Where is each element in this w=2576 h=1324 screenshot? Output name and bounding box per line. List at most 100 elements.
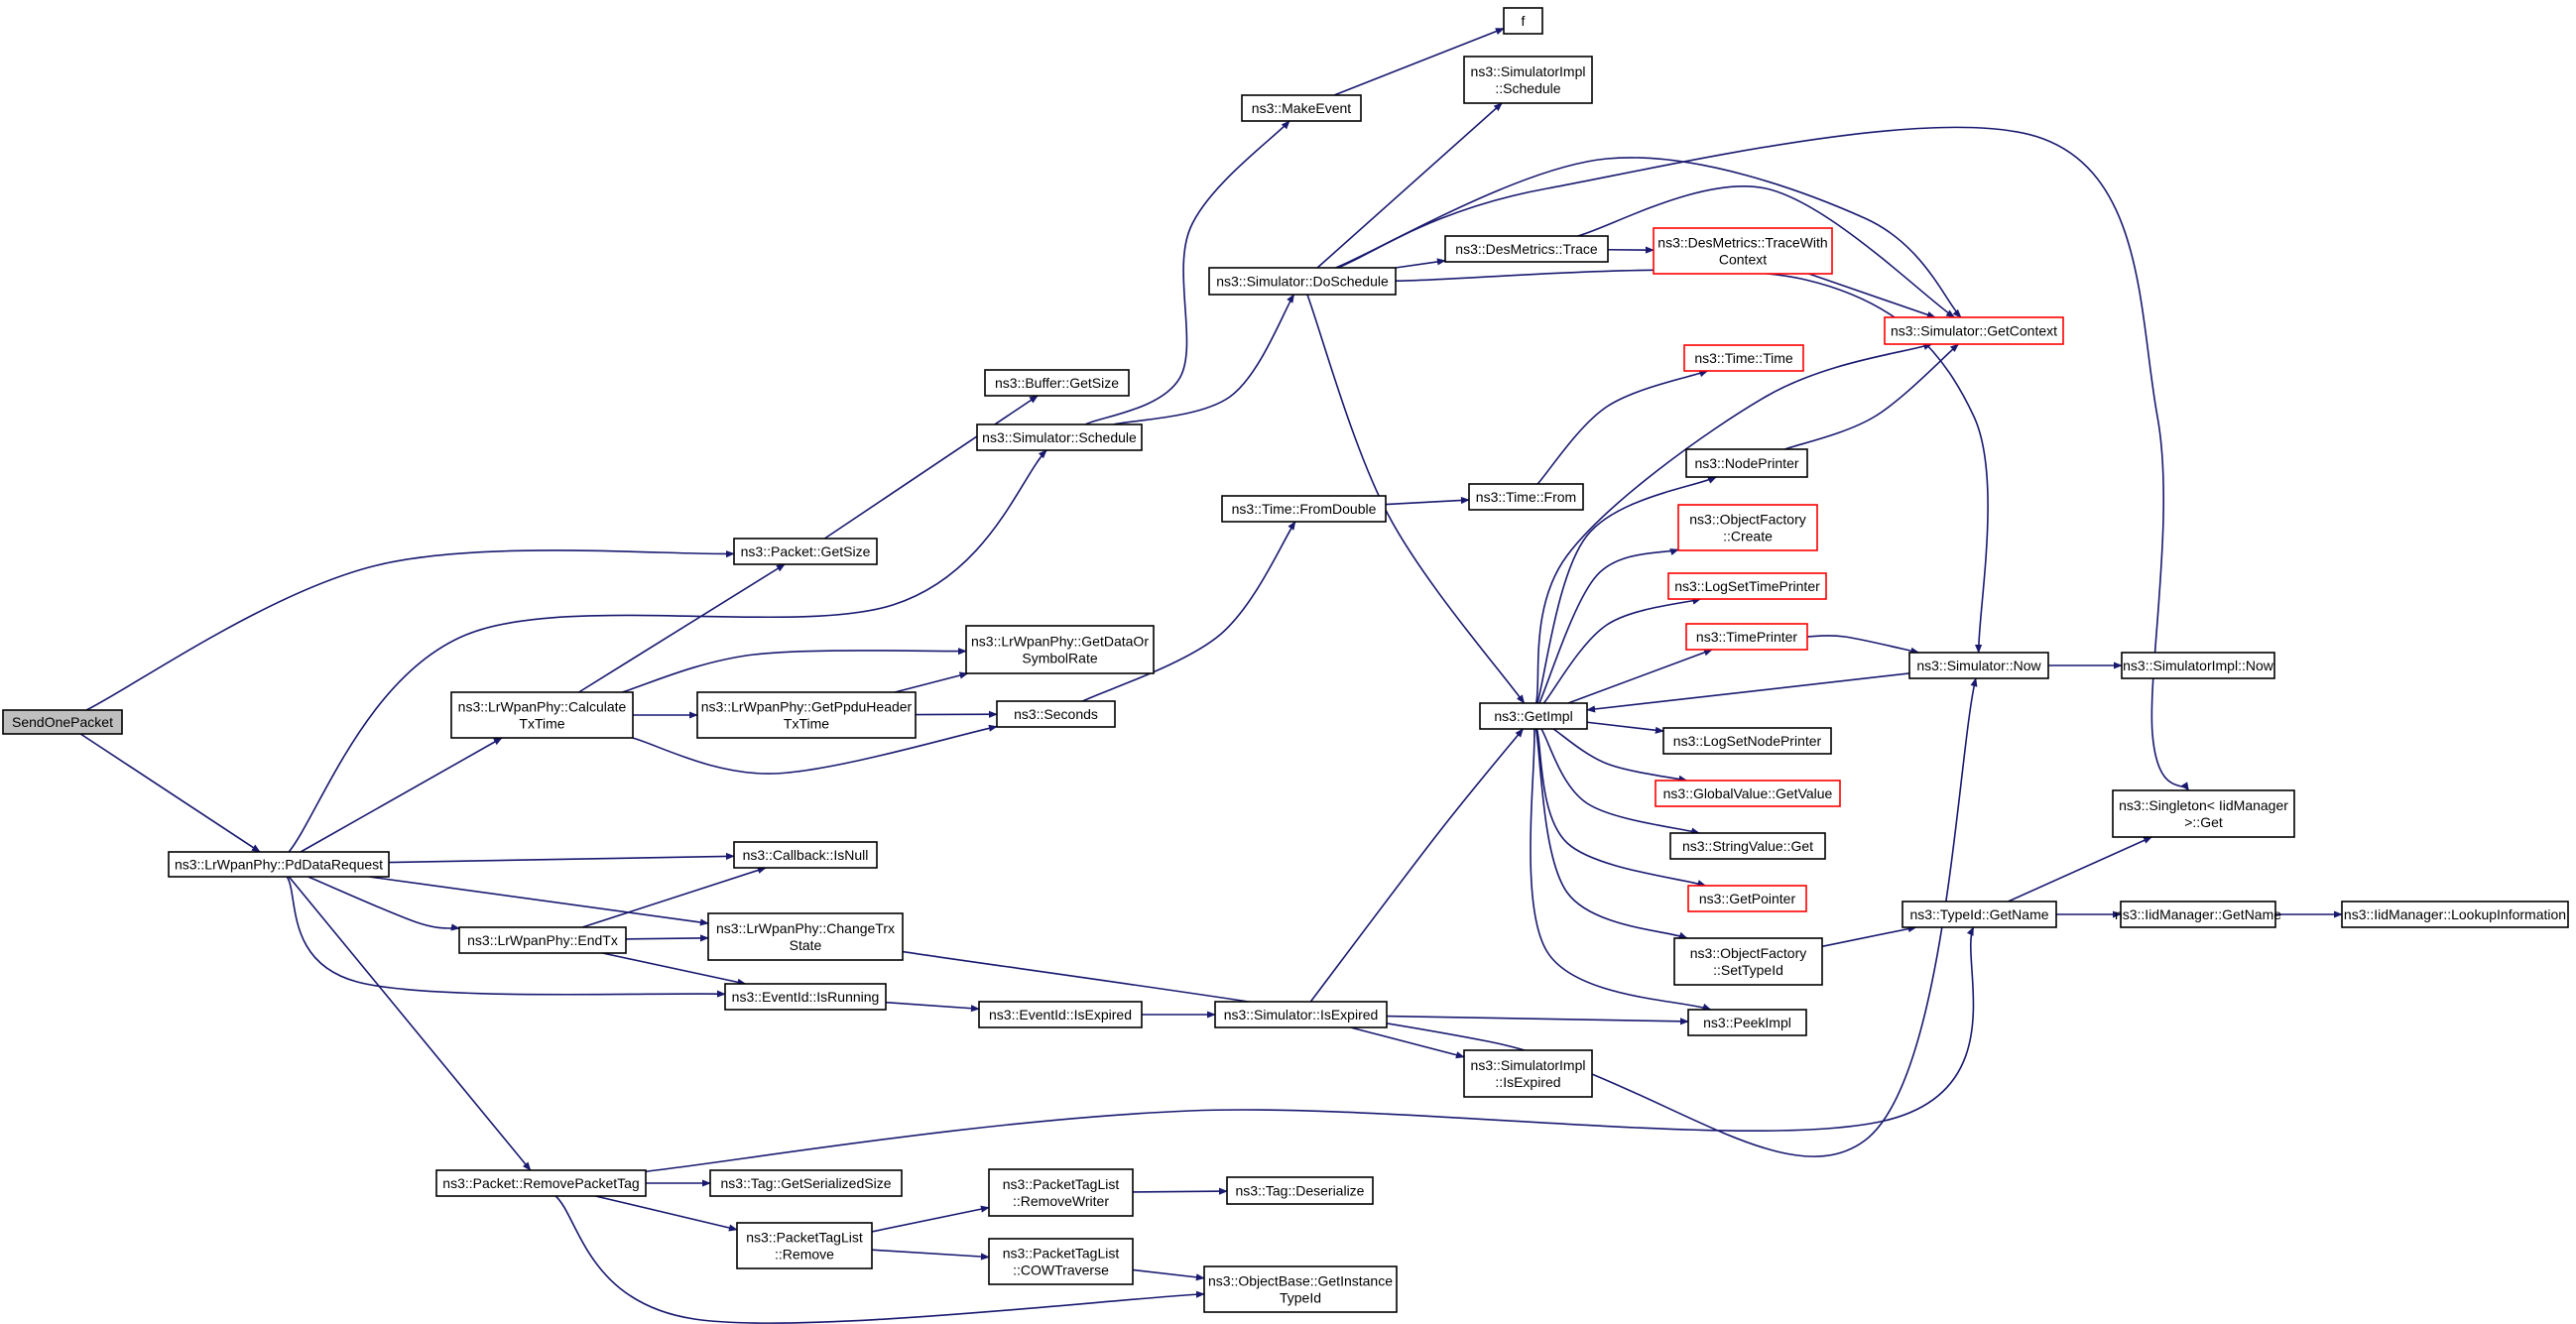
node-LogSetNodePrinter[interactable]: ns3::LogSetNodePrinter [1662,727,1832,755]
node-StringValueGet[interactable]: ns3::StringValue::Get [1669,832,1826,860]
node-GetContext[interactable]: ns3::Simulator::GetContext [1884,316,2064,345]
edge-CalcTxTime-to-Seconds [632,724,998,775]
node-f[interactable]: f [1503,7,1543,35]
node-label: ::RemoveWriter [1013,1193,1109,1209]
node-ObjFactoryCreate[interactable]: ns3::ObjectFactory::Create [1677,504,1818,551]
node-IidLookup[interactable]: ns3::IidManager::LookupInformation [2341,901,2569,928]
node-SingletonGet[interactable]: ns3::Singleton< IidManager >::Get [2112,789,2295,838]
edge-EndTx-to-ChangeTrxState [625,934,709,942]
node-box [1908,652,2049,679]
node-box [724,983,887,1011]
node-EventIdIsExpired[interactable]: ns3::EventId::IsExpired [978,1001,1143,1028]
node-ObjFactorySetTypeId[interactable]: ns3::ObjectFactory::SetTypeId [1673,937,1823,986]
node-label: ns3::PacketTagList [1003,1246,1120,1262]
node-PTLCOWTraverse[interactable]: ns3::PacketTagList::COWTraverse [988,1238,1134,1285]
edge-SendOnePacket-to-PdDataRequest [79,733,261,853]
node-SimImplNow[interactable]: ns3::SimulatorImpl::Now [2121,652,2275,679]
node-box [733,841,878,869]
node-label: ns3::LrWpanPhy::GetPpduHeader [701,699,913,715]
node-SimImplIsExpired[interactable]: ns3::SimulatorImpl::IsExpired [1463,1049,1593,1098]
node-label: SendOnePacket [12,714,113,730]
edge-EndTx-to-EventIdIsRunning [602,952,747,986]
node-label: ::Schedule [1495,80,1560,96]
edge-PacketGetSize-to-BufferGetSize [823,395,1039,540]
node-BufferGetSize[interactable]: ns3::Buffer::GetSize [984,369,1130,397]
node-TagDeserialize[interactable]: ns3::Tag::Deserialize [1226,1176,1374,1205]
node-box [2112,789,2295,838]
node-SendOnePacket[interactable]: SendOnePacket [2,709,123,735]
node-label: Context [1719,252,1767,268]
node-label: TxTime [519,716,564,732]
edge-TypeIdGetName-to-SingletonGet [2008,836,2152,903]
node-EventIdIsRunning[interactable]: ns3::EventId::IsRunning [724,983,887,1011]
edge-GetImpl-to-PeekImpl [1530,728,1712,1011]
node-label: ns3::LrWpanPhy::EndTx [467,932,618,948]
node-PeekImpl[interactable]: ns3::PeekImpl [1687,1009,1807,1036]
node-LogSetTimePrinter[interactable]: ns3::LogSetTimePrinter [1667,572,1827,600]
edge-SendOnePacket-to-PacketGetSize [85,549,735,711]
node-SimImplSchedule[interactable]: ns3::SimulatorImpl::Schedule [1463,56,1593,104]
node-PTLRemove[interactable]: ns3::PacketTagList::Remove [736,1222,873,1269]
node-label: ns3::LrWpanPhy::GetDataOr [971,634,1149,650]
node-label: ns3::LrWpanPhy::ChangeTrx [716,920,895,936]
node-Seconds[interactable]: ns3::Seconds [996,700,1116,728]
edge-GetImpl-to-NodePrinter [1536,476,1717,704]
node-MakeEvent[interactable]: ns3::MakeEvent [1241,94,1362,122]
node-label: ns3::PeekImpl [1703,1015,1791,1030]
node-SimNow[interactable]: ns3::Simulator::Now [1908,652,2049,679]
node-box [1208,267,1397,296]
node-box [1468,483,1584,511]
node-PacketGetSize[interactable]: ns3::Packet::GetSize [733,538,878,565]
node-GetPointer[interactable]: ns3::GetPointer [1687,885,1807,912]
node-EndTx[interactable]: ns3::LrWpanPhy::EndTx [458,926,627,954]
node-box [1226,1176,1374,1205]
node-box [1685,623,1808,651]
node-TimePrinter[interactable]: ns3::TimePrinter [1685,623,1808,651]
node-label: ns3::EventId::IsExpired [989,1007,1132,1023]
edge-PdDataRequest-to-SimSchedule [288,449,1047,853]
node-TimeFrom[interactable]: ns3::Time::From [1468,483,1584,511]
node-label: ::Remove [775,1247,834,1263]
edge-SimIsExpired-to-SimImplIsExpired [1350,1026,1465,1059]
node-box [1479,702,1588,730]
node-TimeTime[interactable]: ns3::Time::Time [1683,344,1804,372]
node-PTLRemoveWriter[interactable]: ns3::PacketTagList::RemoveWriter [988,1168,1134,1217]
node-label: ::IsExpired [1495,1074,1560,1090]
node-label: ::SetTypeId [1713,962,1783,978]
edge-GetImpl-to-StringValueGet [1540,728,1700,835]
node-label: ns3::SimulatorImpl [1471,63,1586,79]
node-DoSchedule[interactable]: ns3::Simulator::DoSchedule [1208,267,1397,296]
node-TimeFromDouble[interactable]: ns3::Time::FromDouble [1221,495,1387,523]
node-IidGetName[interactable]: ns3::IidManager::GetName [2115,901,2281,928]
node-SimIsExpired[interactable]: ns3::Simulator::IsExpired [1214,1001,1388,1028]
node-NodePrinter[interactable]: ns3::NodePrinter [1685,448,1808,478]
node-label: ns3::GlobalValue::GetValue [1663,785,1833,801]
node-SimSchedule[interactable]: ns3::Simulator::Schedule [976,423,1143,451]
node-PdDataRequest[interactable]: ns3::LrWpanPhy::PdDataRequest [168,851,390,878]
edge-NodePrinter-to-GetContext [1784,343,1960,450]
edge-GetImpl-to-GlobalValueGetValue [1552,728,1688,782]
node-RemovePacketTag[interactable]: ns3::Packet::RemovePacketTag [435,1169,647,1197]
node-box [168,851,390,878]
node-TagGetSerializedSize[interactable]: ns3::Tag::GetSerializedSize [709,1169,903,1197]
edge-SimSchedule-to-DoSchedule [1113,294,1295,425]
node-DesTrace[interactable]: ns3::DesMetrics::Trace [1444,235,1609,263]
node-box [976,423,1143,451]
node-label: ns3::ObjectBase::GetInstance [1208,1273,1393,1289]
node-label: ns3::Time::Time [1694,350,1793,366]
node-TypeIdGetName[interactable]: ns3::TypeId::GetName [1901,901,2057,928]
edge-DoSchedule-to-GetContext [1335,157,1962,318]
node-label: ns3::Time::FromDouble [1232,501,1377,517]
node-CallbackIsNull[interactable]: ns3::Callback::IsNull [733,841,878,869]
edge-RemovePacketTag-to-PTLRemove [595,1195,738,1232]
edge-GetImpl-to-ObjFactoryCreate [1538,548,1679,704]
node-GetImpl[interactable]: ns3::GetImpl [1479,702,1588,730]
node-GlobalValueGetValue[interactable]: ns3::GlobalValue::GetValue [1655,780,1841,807]
